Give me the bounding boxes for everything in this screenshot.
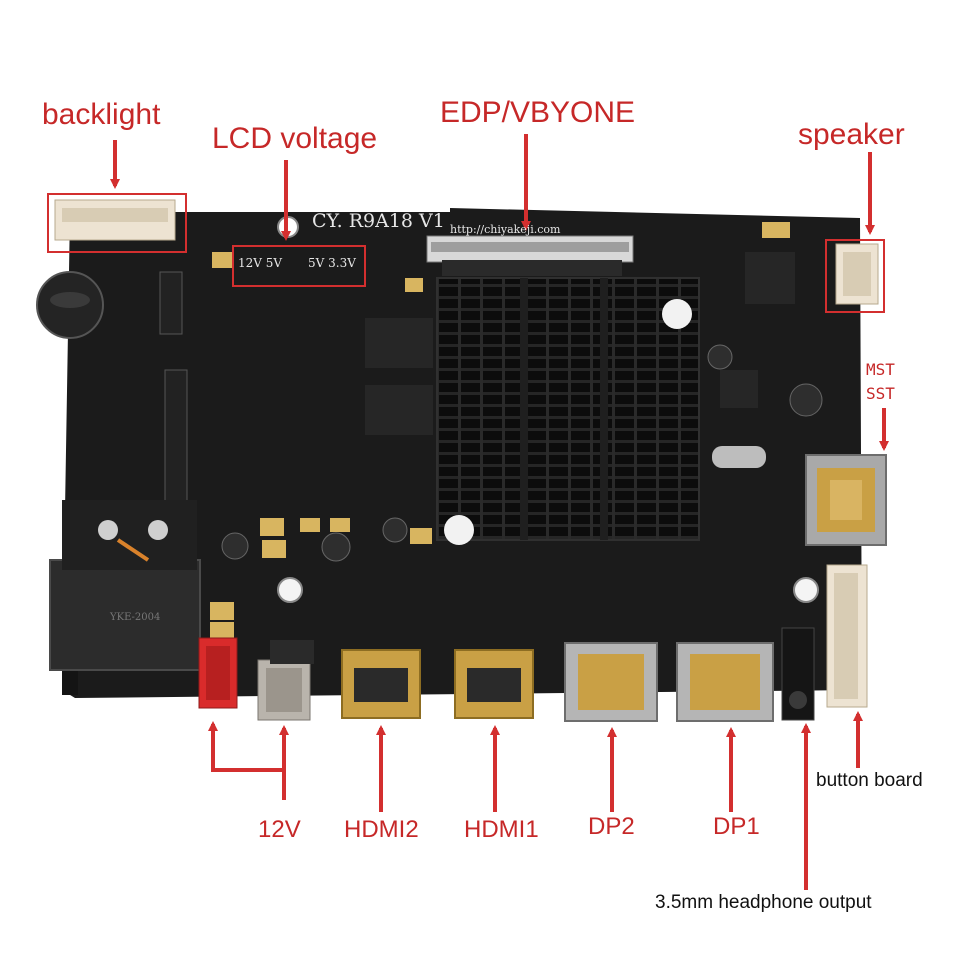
mst-label: MST xyxy=(866,360,895,379)
dp1-label: DP1 xyxy=(713,813,760,840)
lcd-voltage-highlight-box xyxy=(232,245,366,287)
heatsink xyxy=(436,277,700,541)
hdmi2-label: HDMI2 xyxy=(344,816,419,843)
backlight-highlight-box xyxy=(47,193,187,253)
speaker-label: speaker xyxy=(798,118,905,151)
heatsink-pin xyxy=(444,515,474,545)
dp2-label: DP2 xyxy=(588,813,635,840)
transformer xyxy=(49,559,201,671)
sst-label: SST xyxy=(866,384,895,403)
transformer-silkscreen: YKE-2004 xyxy=(110,612,161,623)
edp-vbyone-label: EDP/VBYONE xyxy=(440,96,636,129)
ic-chip xyxy=(365,385,433,435)
heatsink-pin xyxy=(662,299,692,329)
ic-chip xyxy=(720,370,758,408)
headphone-output-label: 3.5mm headphone output xyxy=(655,892,872,913)
button-board-label: button board xyxy=(816,770,923,791)
smd-components xyxy=(210,222,790,640)
url-silkscreen: http://chiyakeji.com xyxy=(450,223,561,236)
ic-chip xyxy=(745,252,795,304)
crystal xyxy=(712,446,766,468)
backlight-label: backlight xyxy=(42,98,161,131)
ic-chip xyxy=(365,318,433,368)
power-12v-label: 12V xyxy=(258,816,301,843)
voltage-left-silkscreen: 12V 5V xyxy=(238,256,283,270)
mount-hole xyxy=(793,577,819,603)
lcd-voltage-label: LCD voltage xyxy=(212,122,378,155)
pin-header xyxy=(164,369,188,511)
power-arrow-left xyxy=(208,721,284,772)
hdmi1-label: HDMI1 xyxy=(464,816,539,843)
speaker-highlight-box xyxy=(825,239,885,313)
edp-connector-base xyxy=(442,260,622,276)
board-model-silkscreen: CY. R9A18 V1 xyxy=(312,210,445,232)
mount-hole xyxy=(277,577,303,603)
voltage-right-silkscreen: 5V 3.3V xyxy=(308,256,356,270)
pin-header xyxy=(159,271,183,335)
